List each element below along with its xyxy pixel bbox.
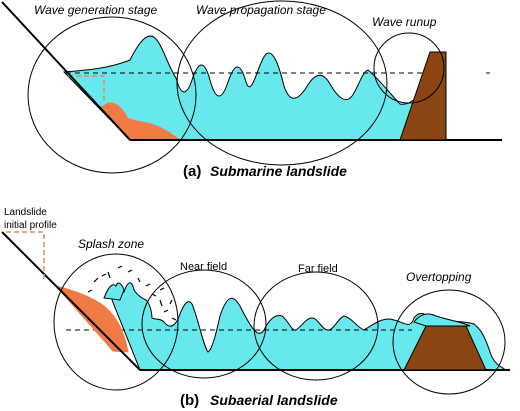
label-wave-runup: Wave runup xyxy=(372,15,437,29)
label-overtopping: Overtopping xyxy=(406,270,472,284)
caption-text-b: Subaerial landslide xyxy=(210,392,338,408)
label-landslide: Landslide xyxy=(4,207,47,218)
label-wave-generation-stage: Wave generation stage xyxy=(34,3,158,17)
label-near-field: Near field xyxy=(180,261,227,273)
caption-tag-a: (a) xyxy=(183,163,201,180)
water-body-b xyxy=(111,282,508,371)
stage-circle-propagation xyxy=(176,0,388,166)
initial-profile-b xyxy=(6,231,45,282)
label-splash-zone: Splash zone xyxy=(78,237,144,251)
initial-profile-a xyxy=(68,75,105,100)
label-wave-propagation-stage: Wave propagation stage xyxy=(196,3,326,17)
subaerial-slide xyxy=(54,285,129,353)
splash-spray xyxy=(103,282,125,301)
dam-a xyxy=(399,51,447,141)
panel-b: Landslide initial profile Splash zone Ne… xyxy=(1,207,510,409)
splash-droplets xyxy=(87,265,177,321)
stage-circle-splash xyxy=(53,253,179,391)
slope-line-b xyxy=(1,231,141,371)
caption-tag-b: (b) xyxy=(180,392,199,409)
stage-circle-generation xyxy=(27,16,197,174)
overtopping-water xyxy=(413,313,471,327)
caption-text-a: Submarine landslide xyxy=(210,163,347,179)
label-initial-profile: initial profile xyxy=(4,220,57,231)
stage-circle-near-field xyxy=(141,269,267,379)
stage-circle-runup xyxy=(373,32,445,104)
label-far-field: Far field xyxy=(298,263,338,275)
panel-a: Wave generation stage Wave propagation s… xyxy=(1,0,502,180)
submarine-slide xyxy=(100,102,180,140)
stage-circle-far-field xyxy=(253,271,379,381)
stage-circle-overtopping xyxy=(392,289,506,395)
slope-line-a xyxy=(1,1,131,141)
